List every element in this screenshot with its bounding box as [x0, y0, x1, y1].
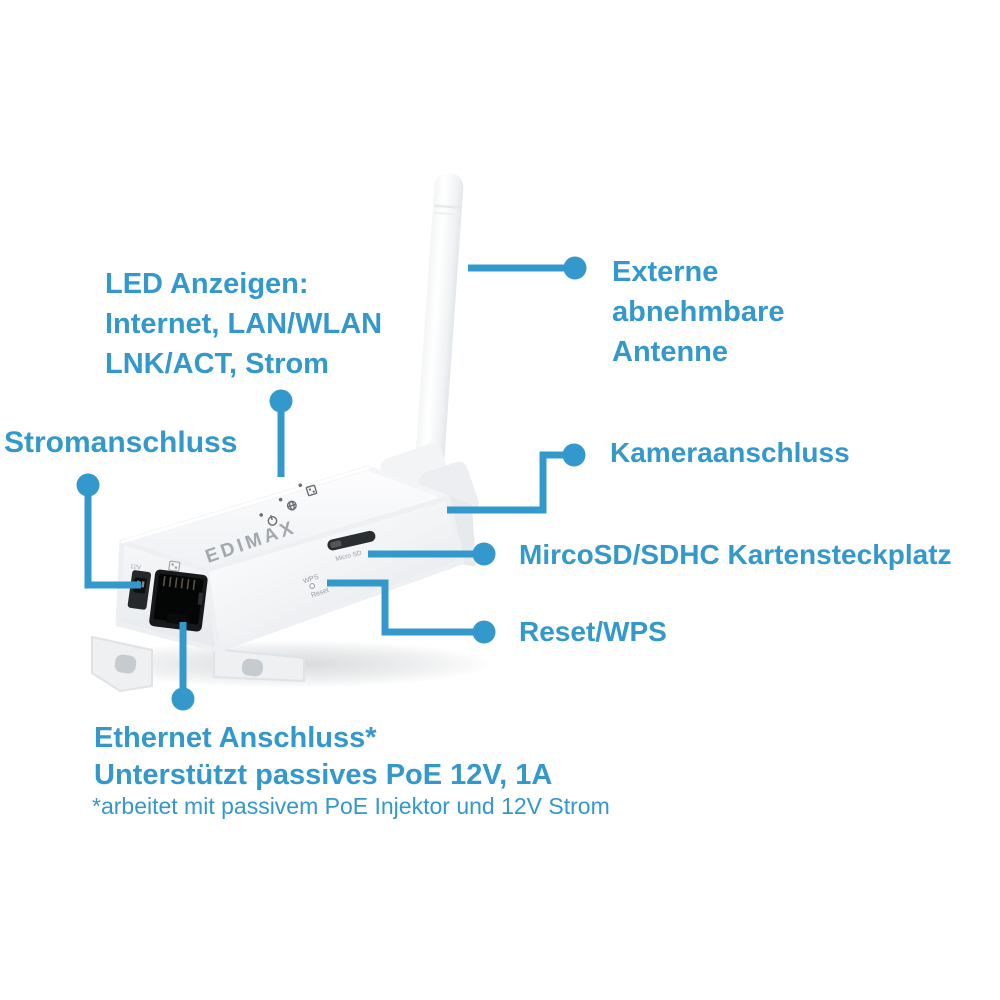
mounting-tab-left	[91, 636, 153, 692]
led-label-line2: Internet, LAN/WLAN	[105, 308, 383, 340]
device-body	[91, 465, 476, 692]
callout-ethernet	[171, 622, 195, 711]
callout-camera	[447, 443, 586, 514]
antenna	[380, 172, 479, 523]
led-indicators	[259, 483, 318, 526]
ethernet-label-line2: Unterstützt passives PoE 12V, 1A	[94, 759, 553, 791]
camera-label: Kameraanschluss	[610, 437, 850, 468]
callout-reset	[327, 579, 496, 644]
power-led-icon	[259, 513, 278, 526]
mounting-tab-right	[213, 648, 305, 682]
antenna-label: Externe abnehmbare Antenne	[612, 252, 784, 372]
led-label: LED Anzeigen: Internet, LAN/WLAN LNK/ACT…	[105, 264, 382, 384]
ethernet-label-line1: Ethernet Anschluss*	[94, 722, 377, 754]
power-port-label: 12V	[130, 564, 141, 571]
antenna-label-line1: Externe	[612, 256, 719, 288]
lan-led-icon	[298, 483, 318, 497]
reset-label: Reset/WPS	[519, 616, 667, 647]
antenna-label-line2: abnehmbare	[612, 296, 785, 328]
microsd-label: MircoSD/SDHC Kartensteckplatz	[519, 539, 952, 570]
ethernet-footnote: *arbeitet mit passivem PoE Injektor und …	[92, 793, 610, 819]
led-label-line3: LNK/ACT, Strom	[105, 348, 329, 380]
callout-led	[269, 389, 293, 477]
antenna-label-line3: Antenne	[612, 336, 728, 368]
ethernet-port	[149, 569, 208, 632]
internet-led-icon	[278, 497, 297, 511]
ethernet-label: Ethernet Anschluss* Unterstützt passives…	[94, 720, 552, 794]
callout-microsd	[368, 542, 496, 566]
callout-antenna	[468, 256, 587, 280]
lan-port-icon	[168, 560, 181, 572]
callouts	[76, 256, 587, 711]
led-label-line1: LED Anzeigen:	[105, 268, 309, 300]
svg-text:WPS: WPS	[302, 574, 320, 586]
power-label: Stromanschluss	[4, 426, 238, 459]
callout-power	[76, 473, 141, 589]
